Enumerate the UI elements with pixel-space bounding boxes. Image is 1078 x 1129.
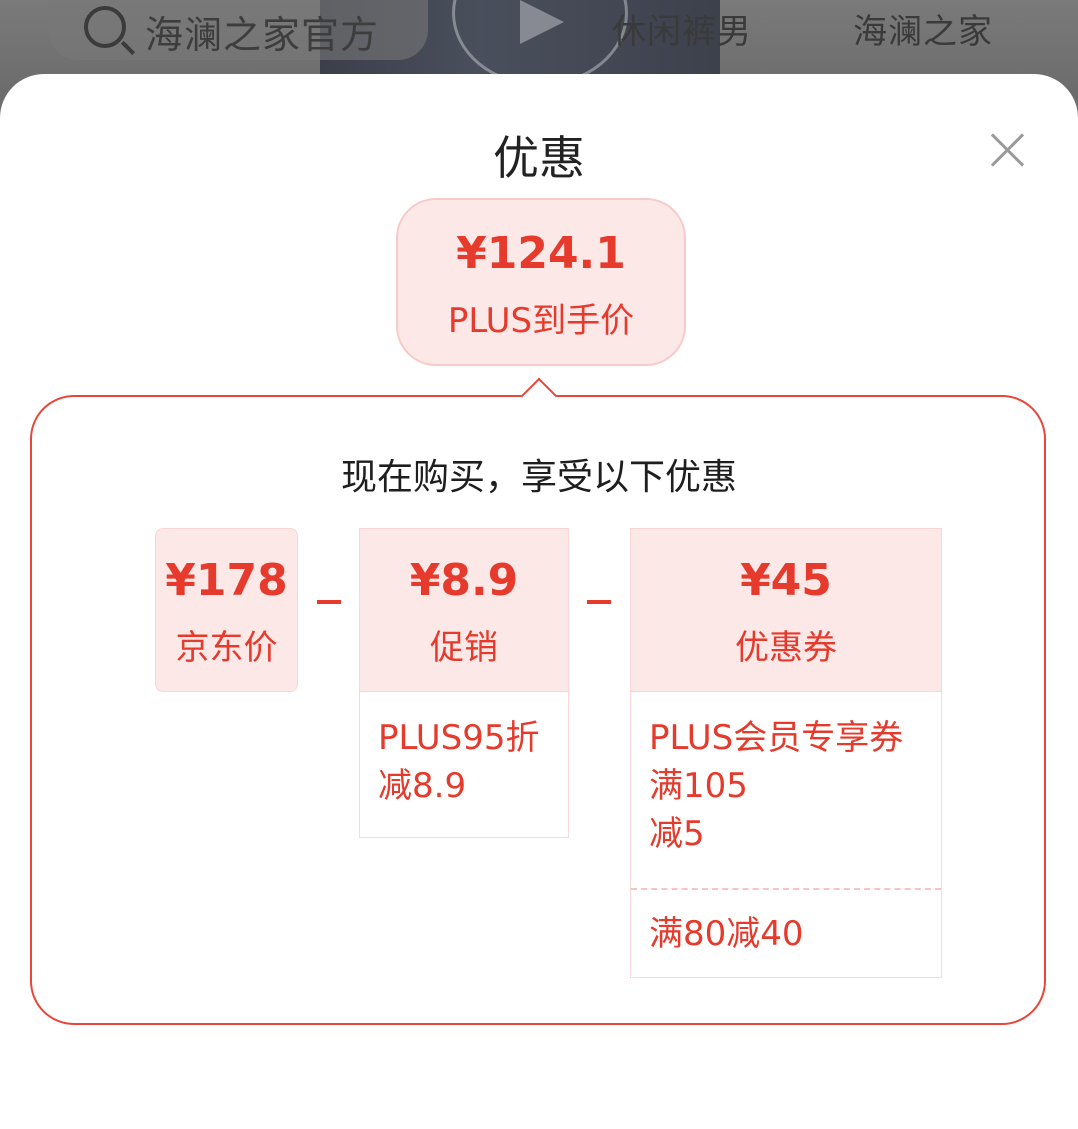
hot-word-1: 休闲裤男 <box>612 12 752 52</box>
jd-price-tile: ¥178 京东价 <box>155 528 298 692</box>
jd-price-label: 京东价 <box>175 628 278 668</box>
promotion-label: 促销 <box>430 628 498 668</box>
coupon-item-line: 减5 <box>649 814 705 854</box>
coupon-amount: ¥45 <box>740 555 832 606</box>
promotion-detail-line: PLUS95折 <box>378 718 540 758</box>
coupon-label: 优惠券 <box>735 628 837 668</box>
promotion-detail: PLUS95折 减8.9 <box>359 692 569 838</box>
promotion-amount: ¥8.9 <box>409 555 519 606</box>
search-icon <box>84 6 126 48</box>
coupon-item-line: 满105 <box>649 766 748 806</box>
jd-price-amount: ¥178 <box>165 555 288 606</box>
coupon-detail: PLUS会员专享券 满105 减5 满80减40 <box>630 692 942 978</box>
coupon-item-line: PLUS会员专享券 <box>649 718 904 758</box>
minus-sign <box>317 600 341 604</box>
final-price-label: PLUS到手价 <box>447 301 635 341</box>
final-price-box: ¥124.1 PLUS到手价 <box>396 198 686 366</box>
search-query-text: 海澜之家官方 <box>145 13 380 57</box>
promotion-tile: ¥8.9 促销 <box>359 528 569 692</box>
final-price-amount: ¥124.1 <box>456 228 626 279</box>
coupon-tile: ¥45 优惠券 <box>630 528 942 692</box>
breakdown-subtitle: 现在购买，享受以下优惠 <box>340 457 737 498</box>
sheet-title: 优惠 <box>493 131 585 185</box>
coupon-item: PLUS会员专享券 满105 减5 <box>631 692 941 890</box>
coupon-item-line: 满80减40 <box>649 914 804 954</box>
promotion-detail-line: 减8.9 <box>378 766 467 806</box>
minus-sign <box>587 600 611 604</box>
close-icon[interactable] <box>990 132 1026 168</box>
play-icon <box>520 0 564 44</box>
hot-word-2: 海澜之家 <box>853 12 993 52</box>
coupon-item: 满80减40 <box>631 890 941 980</box>
